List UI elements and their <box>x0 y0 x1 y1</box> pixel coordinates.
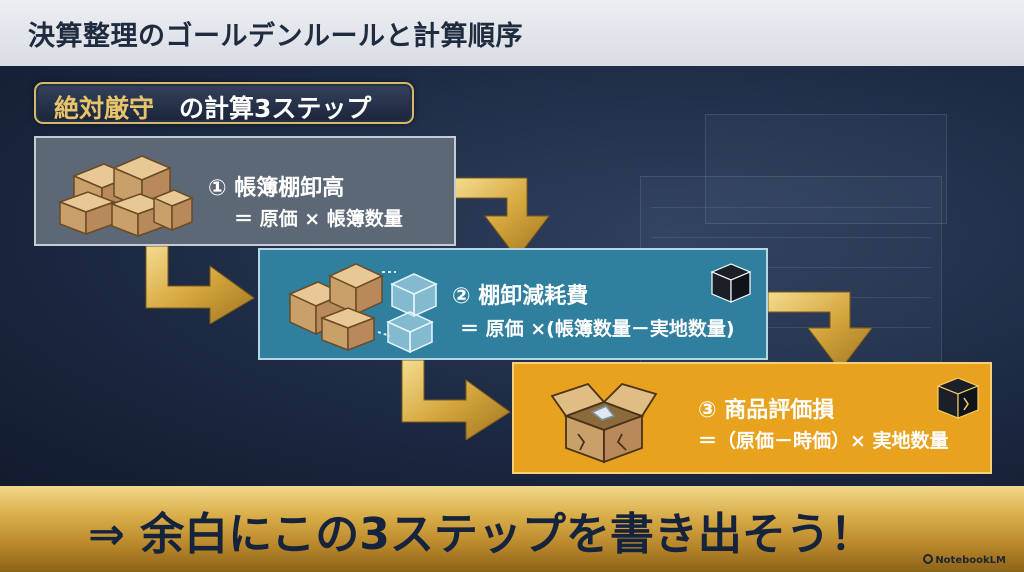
step-2-formula: ＝ 原価 ×(帳簿数量－実地数量) <box>460 318 735 340</box>
step-1-card: ① 帳簿棚卸高 ＝ 原価 × 帳簿数量 <box>34 136 456 246</box>
step-2-card: ② 棚卸減耗費 ＝ 原価 ×(帳簿数量－実地数量) <box>258 248 768 360</box>
badge-text: の計算3ステップ <box>179 94 372 123</box>
step-1-title: ① 帳簿棚卸高 <box>208 176 345 201</box>
footer-message: ⇒ 余白にこの3ステップを書き出そう！ <box>88 509 874 560</box>
boxes-shrinking-icon <box>288 263 438 354</box>
gold-arrow-icon <box>455 177 551 259</box>
step-3-formula: ＝（原価－時価）× 実地数量 <box>698 430 949 452</box>
step-3-card: ③ 商品評価損 ＝（原価－時価）× 実地数量 <box>512 362 992 474</box>
brand-label: NotebookLM <box>935 555 1006 566</box>
page-title: 決算整理のゴールデンルールと計算順序 <box>28 21 523 52</box>
footer-banner: ⇒ 余白にこの3ステップを書き出そう！ NotebookLM <box>0 486 1024 572</box>
gold-arrow-icon <box>401 360 511 440</box>
broken-cube-icon <box>936 377 980 419</box>
cube-icon <box>710 263 752 303</box>
gold-arrow-icon <box>768 291 874 371</box>
gold-arrow-icon <box>145 246 255 324</box>
notebooklm-icon <box>923 554 934 564</box>
three-steps-badge: 絶対厳守 の計算3ステップ <box>34 82 414 124</box>
step-3-title: ③ 商品評価損 <box>698 398 835 423</box>
header-bar: 決算整理のゴールデンルールと計算順序 <box>0 0 1024 66</box>
stacked-boxes-icon <box>57 155 194 238</box>
badge-highlight: 絶対厳守 <box>54 94 155 123</box>
brand-logo: NotebookLM <box>923 554 1006 566</box>
step-2-title: ② 棚卸減耗費 <box>452 284 589 309</box>
open-damaged-box-icon <box>550 382 658 464</box>
step-1-formula: ＝ 原価 × 帳簿数量 <box>234 208 403 230</box>
background-document <box>705 114 947 224</box>
